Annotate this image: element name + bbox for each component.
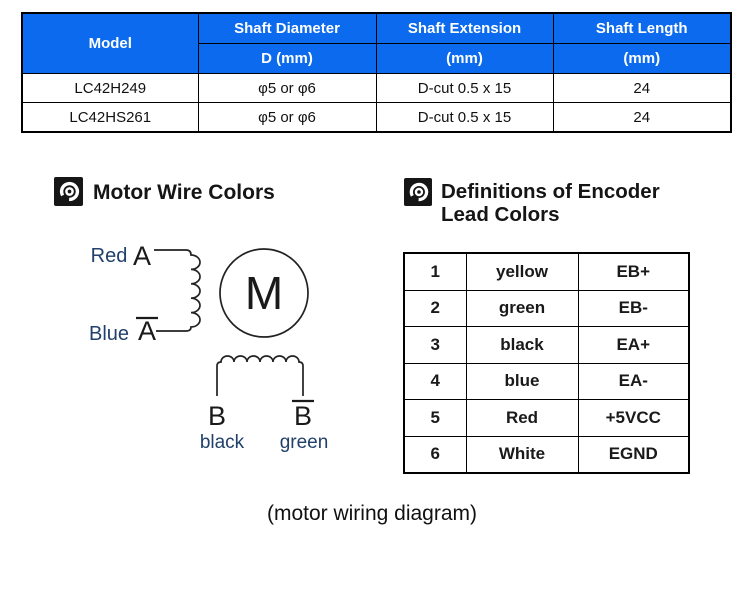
phase-a-terminal-label: A [133,241,151,271]
signal-cell: +5VCC [577,399,690,437]
phase-a-bar-terminal-label: A [138,316,156,346]
lead-color-cell: yellow [465,252,579,291]
lead-color-cell: White [465,435,579,474]
col-header-shaft-extension-unit: (mm) [375,43,554,74]
signal-cell: EB- [577,289,690,327]
table-row: LC42H249 φ5 or φ6 D-cut 0.5 x 15 24 [21,73,732,103]
table-row: 2 green EB- [403,289,690,327]
motor-circle [219,248,309,338]
model-cell: LC42H249 [21,73,199,103]
phase-a-bar-wire-color-label: Blue [89,323,129,345]
col-header-shaft-length: Shaft Length [552,12,732,44]
diameter-cell: φ5 or φ6 [197,102,377,133]
phase-b-bar-terminal-label: B [294,401,312,431]
table-row: LC42HS261 φ5 or φ6 D-cut 0.5 x 15 24 [21,102,732,133]
motor-wire-colors-title: Motor Wire Colors [93,181,275,204]
encoder-lead-table: 1 yellow EB+ 2 green EB- 3 black EA+ 4 b… [403,252,690,474]
phase-b-wire-color-label: black [200,432,245,453]
encoder-lead-colors-title: Definitions of Encoder Lead Colors [441,180,660,226]
col-header-shaft-diameter-unit: D (mm) [197,43,377,74]
pin-cell: 2 [403,289,467,327]
spec-header-row-2: D (mm) (mm) (mm) [22,43,732,74]
signal-cell: EB+ [577,252,690,291]
table-row: 5 Red +5VCC [403,399,690,437]
col-header-shaft-diameter: Shaft Diameter [197,12,377,44]
table-row: 4 blue EA- [403,362,690,400]
phase-b-coil [216,355,304,396]
col-header-shaft-length-unit: (mm) [552,43,732,74]
lead-color-cell: green [465,289,579,327]
extension-cell: D-cut 0.5 x 15 [375,102,554,133]
bullseye-icon [54,177,83,206]
table-row: 6 White EGND [403,435,690,474]
shaft-spec-table: Model Shaft Diameter Shaft Extension Sha… [21,12,732,133]
pin-cell: 1 [403,252,467,291]
pin-cell: 4 [403,362,467,400]
lead-color-cell: black [465,326,579,364]
pin-cell: 5 [403,399,467,437]
pin-cell: 6 [403,435,467,474]
model-cell: LC42HS261 [21,102,199,133]
motor-wiring-diagram: M Red A Blue A B B black green [89,241,329,453]
signal-cell: EA+ [577,326,690,364]
col-header-shaft-extension: Shaft Extension [375,12,554,44]
phase-b-terminal-label: B [208,401,226,431]
bullseye-icon [404,178,432,206]
phase-a-wire-color-label: Red [91,245,128,267]
figure-caption: (motor wiring diagram) [266,502,478,525]
signal-cell: EA- [577,362,690,400]
col-header-model: Model [21,12,199,74]
diameter-cell: φ5 or φ6 [197,73,377,103]
motor-symbol-label: M [245,267,283,319]
table-row: 3 black EA+ [403,326,690,364]
length-cell: 24 [552,73,732,103]
phase-a-coil [154,249,201,332]
lead-color-cell: blue [465,362,579,400]
lead-color-cell: Red [465,399,579,437]
length-cell: 24 [552,102,732,133]
table-row: 1 yellow EB+ [403,252,690,291]
phase-b-bar-wire-color-label: green [280,432,329,453]
extension-cell: D-cut 0.5 x 15 [375,73,554,103]
spec-header-row-1: Model Shaft Diameter Shaft Extension Sha… [21,12,732,74]
pin-cell: 3 [403,326,467,364]
signal-cell: EGND [577,435,690,474]
